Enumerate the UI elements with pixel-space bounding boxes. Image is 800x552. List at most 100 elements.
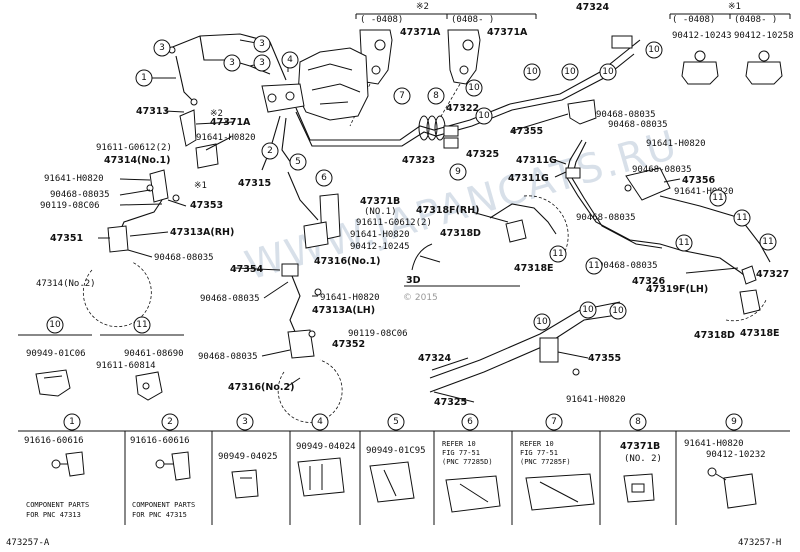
label-47354: 47354 — [230, 264, 263, 275]
front-left-hose-assembly — [82, 109, 219, 328]
bracket-47355-3d — [539, 337, 559, 363]
cell2-note-2: FOR PNC 47315 — [132, 511, 187, 519]
detail11-part-1: 90461-08690 — [124, 349, 184, 359]
label-47324-3d: 47324 — [418, 353, 451, 364]
bracket-47371a-front — [179, 109, 197, 147]
svg-text:1: 1 — [69, 417, 75, 427]
svg-text:10: 10 — [536, 317, 548, 327]
label-47356: 47356 — [682, 175, 715, 186]
diagram-callouts: 1 2 3 3 3 3 4 5 6 7 8 9 10 10 10 10 10 1… — [135, 35, 777, 331]
detail-box-10: 10 90949-01C06 — [18, 316, 92, 397]
label-47323: 47323 — [402, 155, 435, 166]
cell2-clamp — [171, 451, 191, 481]
svg-text:6: 6 — [467, 417, 473, 427]
svg-text:8: 8 — [635, 417, 641, 427]
cell1-note-2: FOR PNC 47313 — [26, 511, 81, 519]
note1-part-1: 90412-10243 — [672, 31, 732, 41]
label-47314-no1: 47314(No.1) — [104, 155, 170, 166]
detail-box-11: 11 90461-08690 91611-60814 — [96, 316, 184, 401]
table-cell-6: 6 REFER 10 FIG 77-51 (PNC 77285D) — [442, 413, 501, 513]
label-91611-g0612-b: 91611-G0612(2) — [356, 218, 432, 228]
caliper-47318d-rh — [505, 219, 527, 243]
label-47322: 47322 — [446, 103, 479, 114]
callout-5-top: 5 — [289, 153, 307, 171]
cell7-ref-3: (PNC 77285F) — [520, 458, 571, 466]
label-47325: 47325 — [466, 149, 499, 160]
master-cylinder-assembly — [261, 47, 369, 121]
label-90468-08035-a: 90468-08035 — [50, 190, 110, 200]
leader-lines — [98, 110, 739, 403]
label-47351: 47351 — [50, 233, 83, 244]
detail10-part: 90949-01C06 — [26, 349, 86, 359]
union-90412-10258 — [745, 61, 783, 85]
caliper-47318d-lh — [739, 289, 761, 315]
svg-text:11: 11 — [136, 320, 147, 330]
note2-mark: ※2 — [416, 2, 429, 12]
label-47355: 47355 — [510, 126, 543, 137]
cell6-ref-1: REFER 10 — [442, 440, 476, 448]
callout-11-e: 11 — [733, 209, 751, 227]
cell9-part-2: 90412-10232 — [706, 450, 766, 460]
callout-11-a: 11 — [549, 245, 567, 263]
callout-3-d: 3 — [223, 54, 241, 72]
svg-text:11: 11 — [588, 261, 599, 271]
bracket-47356 — [625, 167, 671, 201]
label-91641-h0820-d: 91641-H0820 — [320, 293, 380, 303]
cell4-clip — [297, 457, 345, 497]
label-47353: 47353 — [190, 200, 223, 211]
cell6-ref-3: (PNC 77285D) — [442, 458, 493, 466]
header-note2-group: ※2 ( -0408) (0408- ) 47371A 47371A — [349, 2, 537, 127]
cell6-ref-2: FIG 77-51 — [442, 449, 480, 457]
label-91641-h0820-e: 91641-H0820 — [646, 139, 706, 149]
table-cell-3: 3 90949-04025 — [218, 413, 278, 499]
svg-text:9: 9 — [731, 417, 737, 427]
svg-text:7: 7 — [399, 91, 405, 101]
cell9-union — [723, 473, 757, 509]
label-91641-h0820-a: 91641-H0820 — [196, 133, 256, 143]
callout-1-top: 1 — [135, 69, 153, 87]
label-90119-08c06-b: 90119-08C06 — [348, 329, 408, 339]
callout-4-top: 4 — [281, 51, 299, 69]
svg-text:3: 3 — [159, 43, 165, 53]
label-47313: 47313 — [136, 106, 169, 117]
note2-range-1: ( -0408) — [360, 15, 403, 25]
svg-text:3: 3 — [229, 58, 235, 68]
callout-10-e: 10 — [645, 41, 663, 59]
svg-text:10: 10 — [602, 67, 614, 77]
label-90468-08035-b: 90468-08035 — [154, 253, 214, 263]
cell1-clamp — [65, 451, 85, 477]
cell7-ref-2: FIG 77-51 — [520, 449, 558, 457]
bracket-47355 — [567, 99, 597, 125]
svg-text:10: 10 — [564, 67, 576, 77]
svg-text:4: 4 — [317, 417, 323, 427]
svg-text:10: 10 — [526, 67, 538, 77]
callout-8-top: 8 — [427, 87, 445, 105]
callout-11-c: 11 — [675, 234, 693, 252]
label-47319f-lh: 47319F(LH) — [646, 284, 708, 295]
label-47311g-a: 47311G — [516, 155, 557, 166]
label-90119-08c06-a: 90119-08C06 — [40, 201, 100, 211]
diagram-id-left: 473257-A — [6, 538, 50, 548]
svg-text:3: 3 — [259, 58, 265, 68]
label-47326: 47326 — [632, 276, 665, 287]
label-47318d-rh: 47318D — [440, 228, 481, 239]
svg-text:1: 1 — [141, 73, 147, 83]
callout-10-d: 10 — [599, 63, 617, 81]
callout-10-b: 10 — [523, 63, 541, 81]
svg-text:11: 11 — [678, 238, 689, 248]
label-91641-h0820-b: 91641-H0820 — [44, 174, 104, 184]
cell2-part: 91616-60616 — [130, 436, 190, 446]
svg-text:11: 11 — [762, 237, 773, 247]
table-cell-2: 2 91616-60616 COMPONENT PARTS FOR PNC 47… — [130, 413, 195, 519]
svg-text:10: 10 — [49, 320, 61, 330]
mark-x1-inline: ※1 — [194, 181, 207, 191]
brake-booster — [297, 47, 369, 121]
svg-text:7: 7 — [551, 417, 557, 427]
label-91641-h0820-3d: 91641-H0820 — [566, 395, 626, 405]
svg-text:3: 3 — [259, 39, 265, 49]
callout-10-g: 10 — [579, 301, 597, 319]
label-47355-3d: 47355 — [588, 353, 621, 364]
label-47318e-lh: 47318E — [740, 328, 780, 339]
bracket-47371a-new — [447, 29, 481, 85]
